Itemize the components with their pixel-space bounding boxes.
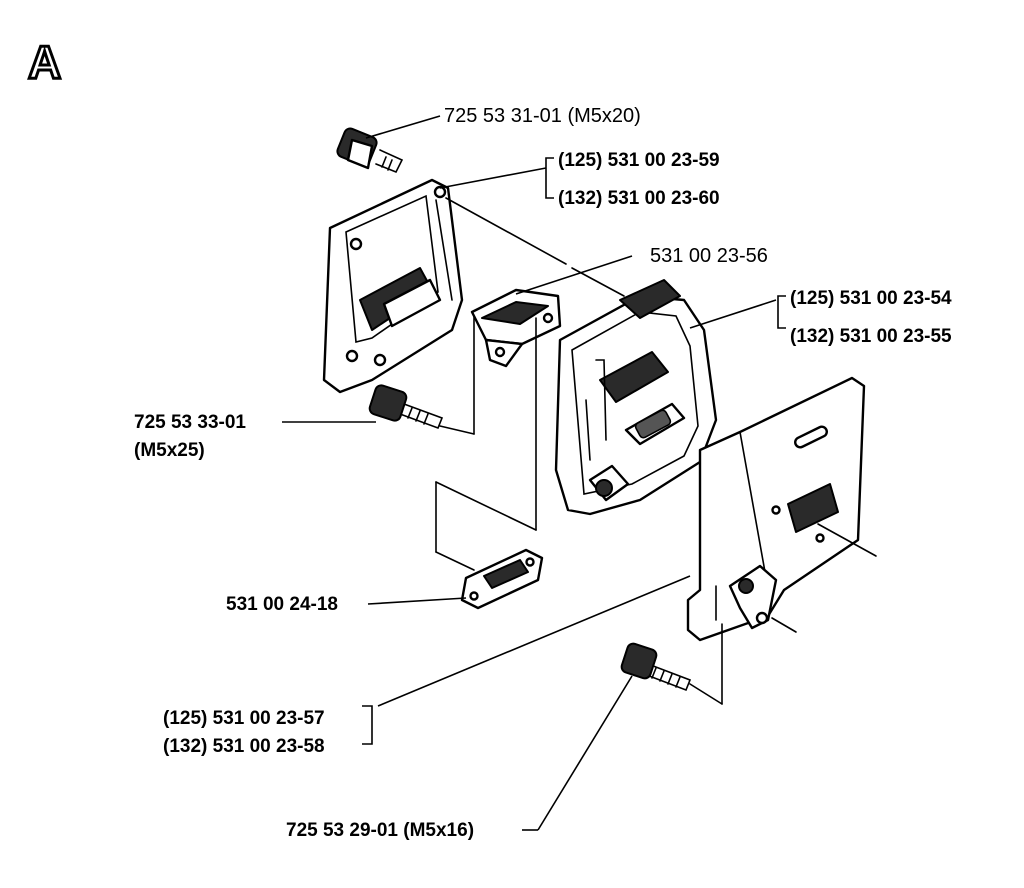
bottom-screw-part [620, 642, 692, 692]
callout-muffler-132: (132) 531 00 23-55 [790, 326, 952, 347]
callout-cover-132: (132) 531 00 23-60 [558, 188, 720, 209]
callout-screw-top: 725 53 31-01 (M5x20) [444, 105, 641, 127]
muffler-cover-part [322, 178, 464, 394]
top-screw-part [336, 127, 404, 174]
section-letter: A [28, 36, 61, 88]
callout-cover-125: (125) 531 00 23-59 [558, 150, 720, 171]
callout-plate-125: (125) 531 00 23-57 [163, 708, 325, 729]
muffler-body-part [554, 279, 718, 516]
leader-lines [282, 115, 786, 831]
heat-shield-plate-part [686, 376, 866, 642]
gasket-part [460, 548, 544, 610]
callout-muffler-125: (125) 531 00 23-54 [790, 288, 952, 309]
left-screw-part [368, 384, 444, 430]
callout-gasket: 531 00 24-18 [226, 594, 338, 615]
bracket-part [470, 288, 562, 368]
callout-plate-132: (132) 531 00 23-58 [163, 736, 325, 757]
callout-screw-left-code: 725 53 33-01 [134, 412, 246, 433]
callout-bracket: 531 00 23-56 [650, 245, 768, 267]
callout-screw-bottom: 725 53 29-01 (M5x16) [286, 820, 474, 841]
callout-screw-left-size: (M5x25) [134, 440, 205, 461]
